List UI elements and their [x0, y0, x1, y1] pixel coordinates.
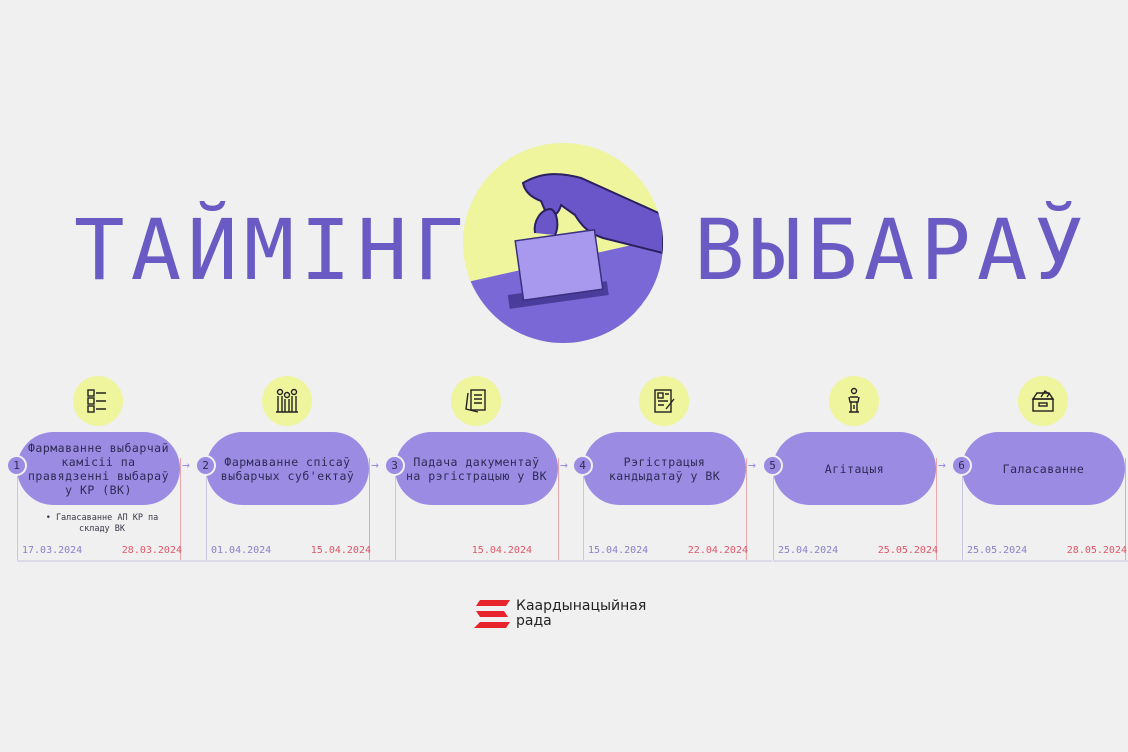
timeline-step-4: Рэгістрацыя кандыдатаў у ВК 4 → 15.04.20… [572, 370, 772, 565]
end-line [936, 458, 937, 562]
start-line [962, 458, 963, 562]
start-line [395, 458, 396, 562]
step-label: Фармаванне выбарчай камісіі па правядзен… [17, 432, 180, 505]
arrow-right-icon: → [371, 458, 379, 473]
documents-icon [465, 389, 486, 413]
start-date: 25.05.2024 [967, 545, 1028, 556]
start-line [583, 458, 584, 562]
step-note: • Галасаванне АП КР па складу ВК [45, 513, 159, 534]
icon-circle [639, 376, 689, 426]
baseline [395, 560, 584, 562]
start-line [206, 458, 207, 562]
step-number: 2 [195, 455, 216, 476]
start-line [17, 458, 18, 562]
start-date: 15.04.2024 [588, 545, 649, 556]
step-label: Рэгістрацыя кандыдатаў у ВК [583, 432, 746, 505]
arrow-right-icon: → [182, 458, 190, 473]
end-date: 15.04.2024 [471, 545, 532, 556]
ballot-hand-illustration [463, 143, 663, 343]
icon-circle [1018, 376, 1068, 426]
icon-circle [262, 376, 312, 426]
start-date: 17.03.2024 [22, 545, 83, 556]
people-icon [276, 388, 298, 413]
timeline-step-3: Падача дакументаў на рэгістрацыю у ВК 3 … [384, 370, 584, 565]
icon-circle [73, 376, 123, 426]
icon-circle [451, 376, 501, 426]
icon-circle [829, 376, 879, 426]
end-date: 15.04.2024 [310, 545, 371, 556]
logo-mark-icon [474, 600, 510, 628]
ballot-box-icon [1031, 389, 1055, 412]
arrow-right-icon: → [938, 458, 946, 473]
checklist-icon [87, 389, 106, 413]
baseline [773, 560, 962, 562]
podium-icon [848, 387, 860, 413]
end-line [1125, 458, 1126, 562]
timeline-step-5: Агітацыя 5 → 25.04.2024 25.05.2024 [762, 370, 962, 565]
start-line [773, 458, 774, 562]
logo: Каардынацыйная рада [474, 599, 646, 629]
step-number: 1 [6, 455, 27, 476]
baseline [962, 560, 1128, 562]
end-date: 28.03.2024 [121, 545, 182, 556]
end-line [369, 458, 370, 562]
step-label: Фармаванне спісаў выбарчых суб'ектаў [206, 432, 369, 505]
title-left: ТАЙМІНГ [74, 201, 471, 299]
step-label: Галасаванне [962, 432, 1125, 505]
step-number: 6 [951, 455, 972, 476]
signed-form-icon [654, 389, 675, 413]
end-date: 25.05.2024 [877, 545, 938, 556]
step-number: 5 [762, 455, 783, 476]
end-date: 28.05.2024 [1066, 545, 1127, 556]
end-line [558, 458, 559, 562]
arrow-right-icon: → [560, 458, 568, 473]
logo-text-line1: Каардынацыйная [516, 598, 647, 614]
timeline-step-1: Фармаванне выбарчай камісіі па правядзен… [6, 370, 206, 565]
logo-text-line2: рада [516, 613, 552, 629]
baseline [206, 560, 395, 562]
step-label: Агітацыя [773, 432, 936, 505]
step-number: 4 [572, 455, 593, 476]
timeline-step-6: Галасаванне 6 25.05.2024 28.05.2024 [951, 370, 1128, 565]
end-line [180, 458, 181, 562]
title-right: ВЫБАРАЎ [694, 201, 1091, 299]
start-date: 25.04.2024 [778, 545, 839, 556]
baseline [583, 560, 772, 562]
step-number: 3 [384, 455, 405, 476]
step-label: Падача дакументаў на рэгістрацыю у ВК [395, 432, 558, 505]
end-date: 22.04.2024 [687, 545, 748, 556]
arrow-right-icon: → [748, 458, 756, 473]
end-line [746, 458, 747, 562]
baseline [17, 560, 206, 562]
start-date: 01.04.2024 [211, 545, 272, 556]
timeline-step-2: Фармаванне спісаў выбарчых суб'ектаў 2 →… [195, 370, 395, 565]
